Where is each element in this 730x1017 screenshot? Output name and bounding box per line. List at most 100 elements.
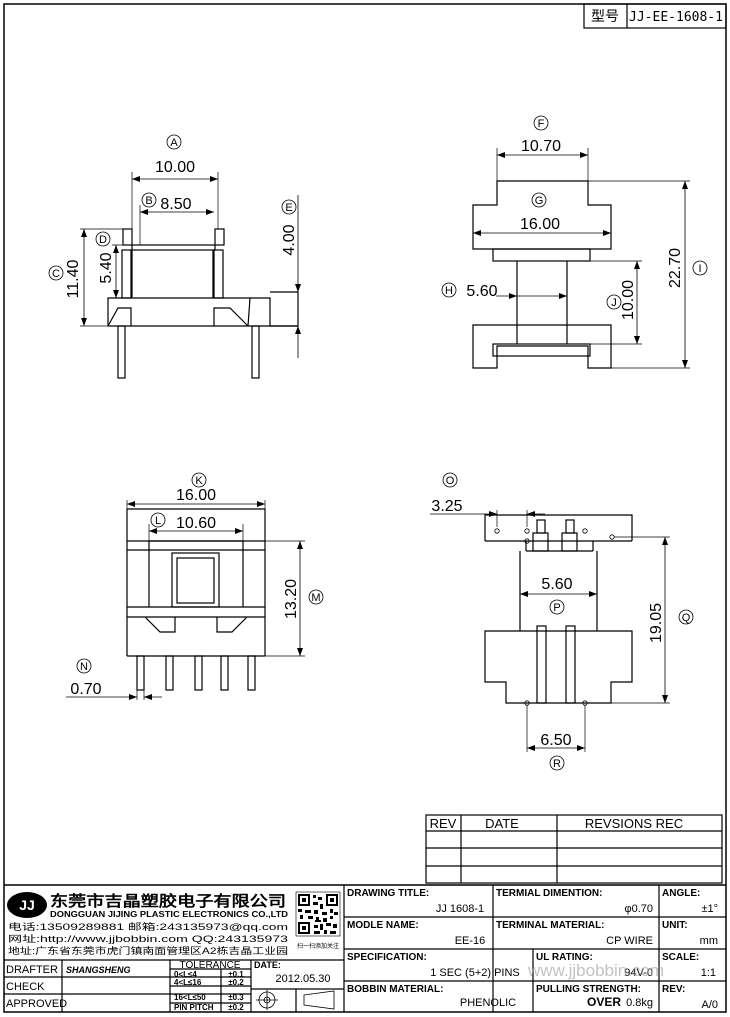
tol-value-2: ±0.2 bbox=[228, 978, 244, 987]
check-label: CHECK bbox=[6, 981, 45, 993]
dim-F-letter: F bbox=[538, 118, 545, 130]
scale-label: SCALE: bbox=[662, 952, 699, 963]
dim-B-value: 8.50 bbox=[160, 196, 191, 213]
tol-range-3: 16<L≤50 bbox=[174, 993, 206, 1002]
model-name-value: EE-16 bbox=[455, 935, 486, 947]
dim-P-letter: P bbox=[553, 602, 560, 614]
tol-range-2: 4<L≤16 bbox=[174, 978, 202, 987]
logo-text: JJ bbox=[19, 897, 35, 913]
dim-E-letter: E bbox=[285, 202, 292, 214]
pulling-strength-value: 0.8kg bbox=[626, 997, 653, 1009]
dim-N-value: 0.70 bbox=[70, 681, 101, 698]
tol-value-3: ±0.3 bbox=[228, 993, 244, 1002]
dim-M-value: 13.20 bbox=[283, 579, 300, 619]
sheet-border bbox=[3, 3, 727, 1013]
date-value: 2012.05.30 bbox=[275, 973, 330, 985]
company-web: 网址:http://www.jjbobbin.com QQ:243135973 bbox=[8, 933, 288, 944]
qr-caption: 扫一扫添加关注 bbox=[297, 942, 339, 950]
tol-range-4: PIN PITCH bbox=[174, 1003, 214, 1012]
model-number-box: 型号 JJ-EE-1608-1 bbox=[583, 3, 727, 29]
dim-I-letter: I bbox=[698, 263, 701, 275]
terminal-material-label: TERMINAL MATERIAL: bbox=[496, 920, 605, 931]
dim-B-letter: B bbox=[145, 195, 152, 207]
date-label: DATE: bbox=[254, 960, 281, 970]
rev-header-date: DATE bbox=[485, 816, 519, 831]
rev-value: A/0 bbox=[701, 999, 718, 1011]
pulling-strength-label: PULLING STRENGTH: bbox=[536, 984, 641, 995]
top-view: F 10.70 G 16.00 H 5.60 I 22.70 J 10.00 bbox=[441, 115, 708, 369]
dim-L-letter: L bbox=[155, 515, 161, 527]
specification-value: 1 SEC (5+2) PINS bbox=[430, 967, 520, 979]
dim-L-value: 10.60 bbox=[176, 515, 216, 532]
bottom-view: O 3.25 P 5.60 Q 19.05 R 6.50 bbox=[430, 472, 694, 771]
drafter-value: SHANGSHENG bbox=[66, 965, 131, 975]
company-address: 地址:广东省东莞市虎门镇南面管理区A2栋吉晶工业园 bbox=[8, 945, 288, 956]
dim-O-letter: O bbox=[446, 475, 455, 487]
dim-J-letter: J bbox=[611, 297, 617, 309]
approved-label: APPROVED bbox=[6, 998, 67, 1010]
dim-Q-value: 19.05 bbox=[648, 603, 665, 643]
dim-M-letter: M bbox=[311, 592, 320, 604]
projection-symbol-icon bbox=[256, 990, 335, 1010]
dim-K-letter: K bbox=[195, 475, 203, 487]
model-name-label: MODLE NAME: bbox=[347, 920, 419, 931]
bobbin-material-label: BOBBIN MATERIAL: bbox=[347, 984, 443, 995]
drawing-title-value: JJ 1608-1 bbox=[436, 903, 484, 915]
dim-R-value: 6.50 bbox=[540, 732, 571, 749]
tol-value-1: ±0.1 bbox=[228, 970, 244, 979]
drafter-label: DRAFTER bbox=[6, 964, 58, 976]
ul-rating-label: UL RATING: bbox=[536, 952, 593, 963]
watermark: www.jjbobbin.com bbox=[527, 961, 664, 980]
dim-H-letter: H bbox=[445, 285, 453, 297]
dim-O-value: 3.25 bbox=[431, 498, 462, 515]
ul-rating-value: 94V-0 bbox=[624, 967, 653, 979]
terminal-dimension-value: φ0.70 bbox=[624, 903, 653, 915]
rev-header-rec: REVSIONS REC bbox=[585, 816, 683, 831]
tol-value-4: ±0.2 bbox=[228, 1003, 244, 1012]
dim-K-value: 16.00 bbox=[176, 487, 216, 504]
dim-P-value: 5.60 bbox=[541, 576, 572, 593]
company-name-en: DONGGUAN JIJING PLASTIC ELECTRONICS CO.,… bbox=[50, 910, 288, 919]
dim-G-value: 16.00 bbox=[520, 216, 560, 233]
dim-E-value: 4.00 bbox=[281, 224, 298, 255]
unit-value: mm bbox=[700, 935, 718, 947]
qr-code bbox=[295, 891, 341, 937]
dim-Q-letter: Q bbox=[682, 612, 691, 624]
dim-R-letter: R bbox=[553, 758, 561, 770]
dim-G-letter: G bbox=[535, 195, 544, 207]
dim-D-value: 5.40 bbox=[98, 252, 115, 283]
company-name-cn: 东莞市吉晶塑胶电子有限公司 bbox=[50, 892, 286, 910]
tolerance-label: TOLERANCE bbox=[180, 960, 241, 971]
company-phone: 电话:13509289881 邮箱:243135973@qq.com bbox=[8, 921, 288, 932]
dim-A-letter: A bbox=[170, 137, 178, 149]
scale-value: 1:1 bbox=[701, 967, 716, 979]
unit-label: UNIT: bbox=[662, 920, 688, 931]
angle-value: ±1° bbox=[701, 903, 718, 915]
model-label: 型号 bbox=[591, 8, 619, 24]
front-view: A 10.00 B 8.50 C 11.40 D 5.40 E 4.00 bbox=[48, 134, 301, 379]
model-value: JJ-EE-1608-1 bbox=[629, 10, 723, 25]
company-logo bbox=[7, 892, 47, 918]
terminal-dimension-label: TERMIAL DIMENTION: bbox=[496, 888, 602, 899]
rev-header-rev: REV bbox=[430, 816, 457, 831]
specification-label: SPECIFICATION: bbox=[347, 952, 427, 963]
dim-C-value: 11.40 bbox=[65, 259, 82, 298]
dim-A-value: 10.00 bbox=[155, 159, 195, 176]
drawing-title-label: DRAWING TITLE: bbox=[347, 888, 429, 899]
terminal-material-value: CP WIRE bbox=[606, 935, 653, 947]
rev-label: REV: bbox=[662, 984, 685, 995]
dim-C-letter: C bbox=[52, 268, 60, 280]
tol-range-1: 0<L≤4 bbox=[174, 970, 197, 979]
revision-table: REV DATE REVSIONS REC bbox=[425, 814, 723, 884]
dim-D-letter: D bbox=[99, 234, 107, 246]
side-view: K 16.00 L 10.60 M 13.20 N 0.70 bbox=[66, 472, 324, 700]
dim-N-letter: N bbox=[80, 661, 88, 673]
bobbin-material-value: PHENOLIC bbox=[460, 997, 516, 1009]
dim-H-value: 5.60 bbox=[466, 283, 497, 300]
dim-F-value: 10.70 bbox=[521, 138, 561, 155]
angle-label: ANGLE: bbox=[662, 888, 700, 899]
title-block: JJ 东莞市吉晶塑胶电子有限公司 DONGGUAN JIJING PLASTIC… bbox=[4, 884, 726, 1012]
dim-I-value: 22.70 bbox=[667, 248, 684, 288]
pulling-strength-prefix: OVER bbox=[587, 995, 621, 1009]
